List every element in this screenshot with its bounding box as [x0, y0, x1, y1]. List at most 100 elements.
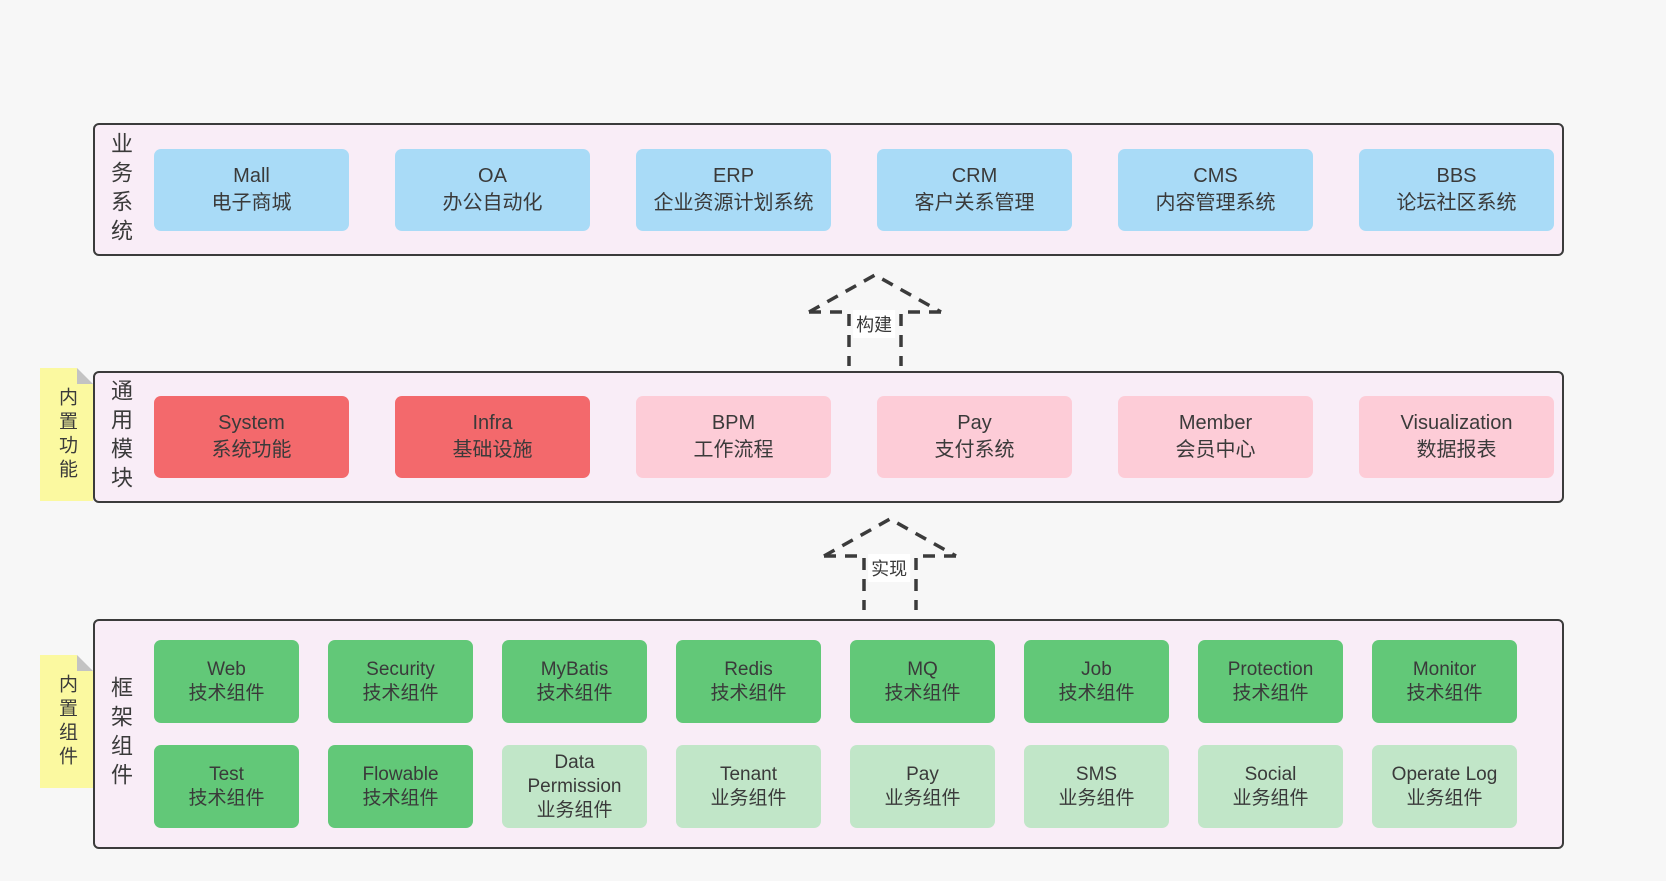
builtin-features-tag-label: 内置功能	[56, 386, 77, 483]
node-title: OA	[478, 164, 507, 187]
node-subtitle: 技术组件	[536, 682, 613, 704]
node-title: Social	[1244, 763, 1297, 785]
node-title: SMS	[1075, 763, 1118, 785]
node-title: Flowable	[362, 763, 439, 785]
up-arrow-icon	[823, 516, 957, 610]
node-subtitle: 业务组件	[1406, 787, 1483, 809]
layer-common-modules: 通用模块 System 系统功能 Infra 基础设施 BPM 工作流程 Pay 支付系统 Me…	[93, 371, 1564, 503]
node-subtitle: 办公自动化	[442, 191, 543, 214]
node-subtitle: 系统功能	[211, 439, 292, 461]
node-infra: Infra 基础设施	[395, 396, 590, 478]
node-title: Web	[207, 658, 246, 680]
node-subtitle: 电子商城	[211, 191, 292, 214]
common-modules-boxes: System 系统功能 Infra 基础设施 BPM 工作流程 Pay 支付系统 Member 会…	[154, 373, 1556, 501]
node-title: System	[218, 412, 285, 434]
node-title: Job	[1081, 658, 1112, 680]
node-title: Monitor	[1412, 658, 1477, 680]
node-subtitle: 工作流程	[693, 439, 774, 461]
node-subtitle: 技术组件	[1232, 682, 1309, 704]
node-subtitle: 技术组件	[188, 682, 265, 704]
build-arrow: 构建	[807, 272, 943, 366]
node-oa: OA 办公自动化	[395, 148, 590, 231]
up-arrow-icon	[808, 272, 942, 366]
node-subtitle: 技术组件	[1058, 682, 1135, 704]
node-subtitle: 技术组件	[362, 682, 439, 704]
node-visualization: Visualization 数据报表	[1359, 396, 1554, 478]
build-arrow-label: 构建	[853, 310, 896, 338]
node-title: MQ	[907, 658, 938, 680]
node-mall: Mall 电子商城	[154, 148, 349, 231]
node-subtitle: 业务组件	[884, 787, 961, 809]
node-title: BBS	[1436, 164, 1477, 187]
box-row: System 系统功能 Infra 基础设施 BPM 工作流程 Pay 支付系统 Member 会…	[154, 396, 1556, 478]
node-erp: ERP 企业资源计划系统	[636, 148, 831, 231]
node-subtitle: 技术组件	[188, 787, 265, 809]
node-title: Test	[209, 763, 244, 785]
node-title: Infra	[472, 412, 513, 434]
node-title: Pay	[957, 412, 992, 434]
node-bpm: BPM 工作流程	[636, 396, 831, 478]
layer-common-modules-label: 通用模块	[108, 379, 133, 495]
layer-business-systems-label: 业务系统	[108, 131, 133, 248]
node-subtitle: 业务组件	[710, 787, 787, 809]
node-subtitle: 内容管理系统	[1155, 191, 1276, 214]
implement-arrow-label: 实现	[868, 554, 911, 582]
node-title: Protection	[1227, 658, 1314, 680]
node-subtitle: 数据报表	[1416, 439, 1497, 461]
node-subtitle: 技术组件	[710, 682, 787, 704]
node-title: Operate Log	[1391, 763, 1498, 785]
node-title: Visualization	[1400, 412, 1513, 434]
node-title: Member	[1178, 412, 1253, 434]
node-cms: CMS 内容管理系统	[1118, 148, 1313, 231]
node-subtitle: 业务组件	[1058, 787, 1135, 809]
node-subtitle: 基础设施	[452, 439, 533, 461]
builtin-components-tag: 内置组件	[40, 655, 93, 788]
node-title: CRM	[951, 164, 998, 187]
node-pay: Pay 支付系统	[877, 396, 1072, 478]
node-subtitle: 技术组件	[362, 787, 439, 809]
node-subtitle: 技术组件	[884, 682, 961, 704]
node-subtitle: 会员中心	[1175, 439, 1256, 461]
implement-arrow: 实现	[822, 516, 958, 610]
node-subtitle: 业务组件	[1232, 787, 1309, 809]
node-subtitle: 支付系统	[934, 439, 1015, 461]
builtin-components-tag-label: 内置组件	[56, 673, 77, 770]
node-title: Security	[366, 658, 435, 680]
builtin-features-tag: 内置功能	[40, 368, 93, 501]
node-title: Pay	[906, 763, 939, 785]
node-subtitle: 企业资源计划系统	[653, 191, 814, 214]
node-title: Mall	[233, 164, 270, 187]
node-title: MyBatis	[540, 658, 609, 680]
node-title: Redis	[724, 658, 773, 680]
node-title: Tenant	[719, 763, 778, 785]
layer-framework-components-label: 框架组件	[108, 676, 133, 792]
node-title: BPM	[711, 412, 756, 434]
node-title: CMS	[1193, 164, 1238, 187]
node-system: System 系统功能	[154, 396, 349, 478]
node-title: ERP	[712, 164, 755, 187]
node-subtitle: 技术组件	[1406, 682, 1483, 704]
